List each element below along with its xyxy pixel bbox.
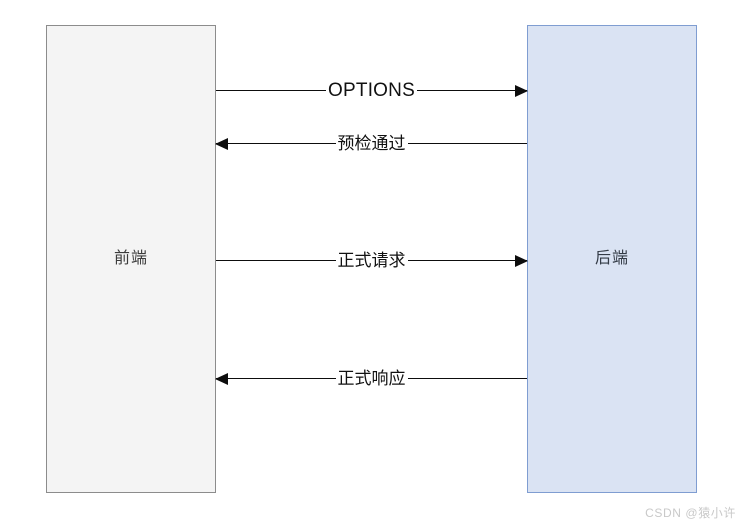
arrowhead-right-icon [515, 254, 528, 267]
message-label-0: OPTIONS [328, 79, 415, 101]
node-frontend: 前端 [46, 25, 216, 493]
message-line-right-1 [407, 142, 527, 144]
message-line-right-0 [416, 84, 529, 97]
message-formal-request: 正式请求 [216, 240, 528, 280]
message-line-left-2 [216, 259, 336, 261]
message-line-left-0 [216, 89, 327, 91]
watermark: CSDN @猿小许 [645, 506, 736, 520]
message-line-right-2 [407, 254, 528, 267]
message-line-right-3 [407, 377, 527, 379]
message-formal-response: 正式响应 [215, 358, 527, 398]
message-label-2: 正式请求 [337, 250, 406, 270]
message-line-left-3 [215, 372, 336, 385]
message-options: OPTIONS [216, 70, 529, 110]
message-line-left-1 [215, 137, 336, 150]
arrowhead-right-icon [515, 84, 529, 97]
message-label-3: 正式响应 [337, 368, 406, 388]
message-label-1: 预检通过 [337, 133, 406, 153]
node-frontend-label: 前端 [113, 250, 148, 267]
arrowhead-left-icon [215, 372, 228, 385]
node-backend-label: 后端 [594, 250, 629, 267]
node-backend: 后端 [527, 25, 697, 493]
message-preflight-passed: 预检通过 [215, 123, 527, 163]
arrowhead-left-icon [215, 137, 228, 150]
